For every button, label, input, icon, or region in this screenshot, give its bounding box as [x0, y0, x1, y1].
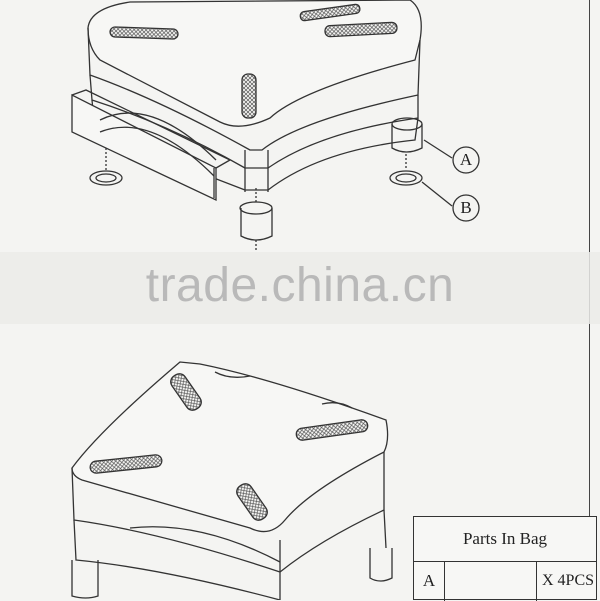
part-icon-cell — [444, 561, 537, 601]
callout-label-b: B — [460, 198, 472, 217]
callout-label-a: A — [459, 150, 473, 169]
watermark-text: trade.china.cn — [145, 259, 455, 312]
bottom-stand-drawing — [71, 361, 393, 600]
part-quantity: X 4PCS — [541, 572, 595, 589]
parts-in-bag-table: Parts In Bag A X 4PCS — [413, 516, 597, 601]
top-stand-drawing — [71, 0, 480, 252]
parts-table-row: A X 4PCS — [414, 561, 596, 601]
watermark-band — [0, 252, 600, 324]
part-letter: A — [414, 561, 445, 601]
parts-table-title: Parts In Bag — [414, 517, 596, 562]
